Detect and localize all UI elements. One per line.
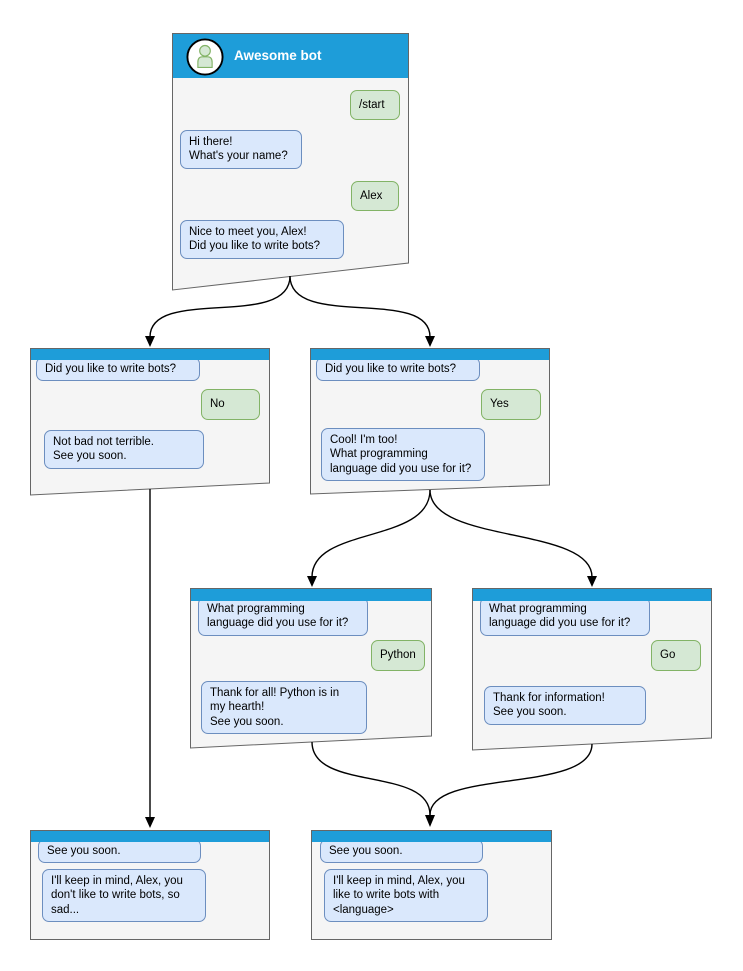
arrowhead-start-to-no xyxy=(145,336,155,347)
chat-window-header xyxy=(31,831,269,842)
connector-yes-to-python xyxy=(311,489,431,578)
bot-message-bubble: Thank for information! See you soon. xyxy=(484,686,646,725)
bot-avatar-icon xyxy=(186,38,224,76)
bot-message-bubble: Did you like to write bots? xyxy=(316,357,480,382)
arrowhead-yes-to-go xyxy=(587,576,597,587)
arrowhead-yes-to-python xyxy=(307,576,317,587)
bot-message-bubble: See you soon. xyxy=(38,839,201,864)
chat-window-branch-python: What programming language did you use fo… xyxy=(190,588,432,748)
chat-window-title: Awesome bot xyxy=(234,48,322,63)
connector-yes-to-go xyxy=(429,489,593,578)
user-message-bubble: Yes xyxy=(481,389,541,420)
user-message-bubble: Alex xyxy=(351,181,399,211)
arrowhead-no-to-end xyxy=(145,817,155,828)
chat-window-branch-yes: Did you like to write bots? Yes Cool! I'… xyxy=(310,348,550,494)
user-message-bubble: Go xyxy=(651,640,701,671)
user-message-bubble: No xyxy=(201,389,260,420)
bot-message-bubble: See you soon. xyxy=(320,839,483,864)
user-message-bubble: /start xyxy=(350,90,400,120)
bot-message-bubble: Nice to meet you, Alex! Did you like to … xyxy=(180,220,344,259)
bot-message-bubble: Thank for all! Python is in my hearth! S… xyxy=(201,681,367,735)
connector-start-to-yes xyxy=(289,275,431,338)
bot-message-bubble: Did you like to write bots? xyxy=(36,357,200,382)
chat-window-branch-go: What programming language did you use fo… xyxy=(472,588,712,750)
user-message-bubble: Python xyxy=(371,640,425,671)
person-icon-head xyxy=(199,44,211,57)
chat-window-branch-no: Did you like to write bots? No Not bad n… xyxy=(30,348,270,495)
chat-window-start-header: Awesome bot xyxy=(173,34,408,78)
chat-window-header xyxy=(473,589,711,601)
chat-window-header xyxy=(312,831,551,842)
chat-window-end-yes: See you soon. I'll keep in mind, Alex, y… xyxy=(311,830,552,940)
bot-message-bubble: Cool! I'm too! What programming language… xyxy=(321,428,485,482)
chat-window-start: Awesome bot /start Hi there! What's your… xyxy=(172,33,409,290)
bot-message-bubble: What programming language did you use fo… xyxy=(198,597,368,636)
arrowhead-start-to-yes xyxy=(425,336,435,347)
person-icon-body xyxy=(197,56,213,69)
bot-message-bubble: What programming language did you use fo… xyxy=(480,597,650,636)
bot-message-bubble: I'll keep in mind, Alex, you like to wri… xyxy=(324,869,488,923)
connector-go-to-end xyxy=(429,743,593,816)
bot-message-bubble: Hi there! What's your name? xyxy=(180,130,302,169)
bot-message-bubble: Not bad not terrible. See you soon. xyxy=(44,430,204,469)
chat-window-header xyxy=(191,589,431,601)
chat-window-end-no: See you soon. I'll keep in mind, Alex, y… xyxy=(30,830,270,940)
bot-message-bubble: I'll keep in mind, Alex, you don't like … xyxy=(42,869,206,923)
connector-python-to-end xyxy=(311,741,431,816)
connector-start-to-no xyxy=(149,275,291,338)
arrowhead-merge-to-end xyxy=(425,815,435,827)
chat-window-header xyxy=(31,349,269,360)
chat-window-header xyxy=(311,349,549,360)
